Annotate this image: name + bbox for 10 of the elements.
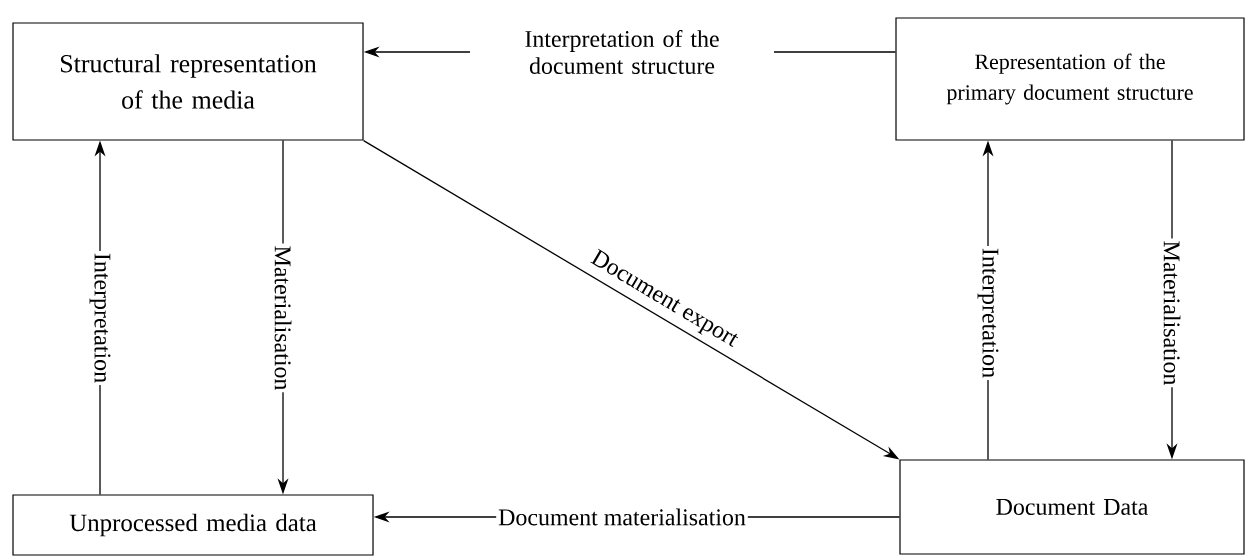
edge-label: Interpretation	[87, 250, 113, 386]
process-box: Unprocessed media data	[12, 494, 374, 556]
edge-label: Interpretation	[975, 245, 1001, 381]
process-box: Representation of the primary document structure	[895, 17, 1245, 141]
edge-label: Materialisation	[272, 243, 294, 393]
edge-label: Materialisation	[1161, 238, 1183, 388]
edge-label: Document materialisation	[496, 506, 748, 528]
process-box: Structural representation of the media	[12, 22, 364, 141]
process-box: Document Data	[899, 459, 1245, 555]
edge-label: Interpretation of the document structure	[470, 28, 774, 76]
